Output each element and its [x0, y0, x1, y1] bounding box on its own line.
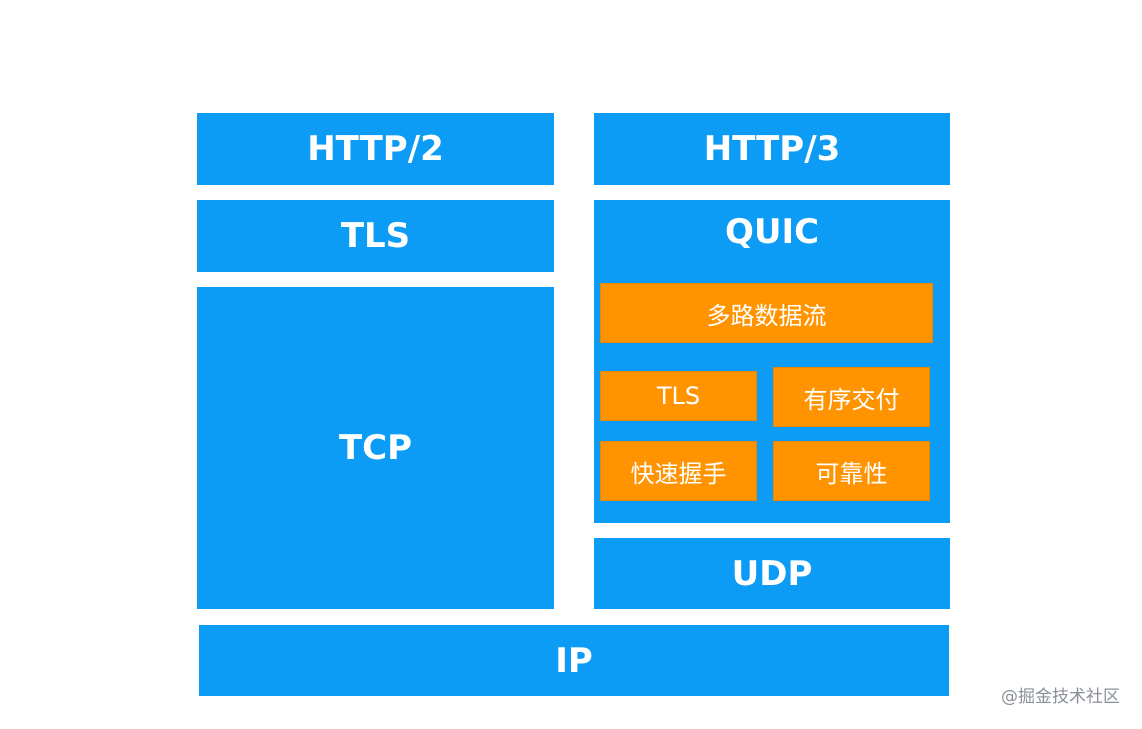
tcp-layer: TCP: [197, 287, 554, 609]
quic-fast-handshake: 快速握手: [600, 441, 757, 501]
ip-label: IP: [555, 640, 593, 681]
quic-tls: TLS: [600, 371, 757, 421]
quic-label: QUIC: [724, 212, 820, 252]
http3-label: HTTP/3: [703, 129, 841, 169]
multiplex-label: 多路数据流: [706, 301, 827, 330]
watermark-text: @掘金技术社区: [1001, 687, 1120, 707]
http2-label: HTTP/2: [307, 129, 444, 169]
ordered-delivery-label: 有序交付: [803, 385, 900, 414]
http3-layer: HTTP/3: [594, 113, 950, 185]
udp-layer: UDP: [594, 538, 950, 609]
tcp-label: TCP: [338, 428, 413, 468]
http2-layer: HTTP/2: [197, 113, 554, 185]
quic-ordered-delivery: 有序交付: [773, 367, 930, 427]
tls-label-left: TLS: [340, 216, 411, 256]
fast-handshake-label: 快速握手: [630, 459, 727, 488]
quic-tls-label: TLS: [656, 382, 701, 410]
quic-multiplex-streams: 多路数据流: [600, 283, 933, 343]
ip-layer: IP: [199, 625, 949, 696]
reliability-label: 可靠性: [815, 459, 888, 488]
tls-layer-left: TLS: [197, 200, 554, 272]
quic-reliability: 可靠性: [773, 441, 930, 501]
udp-label: UDP: [731, 553, 813, 594]
